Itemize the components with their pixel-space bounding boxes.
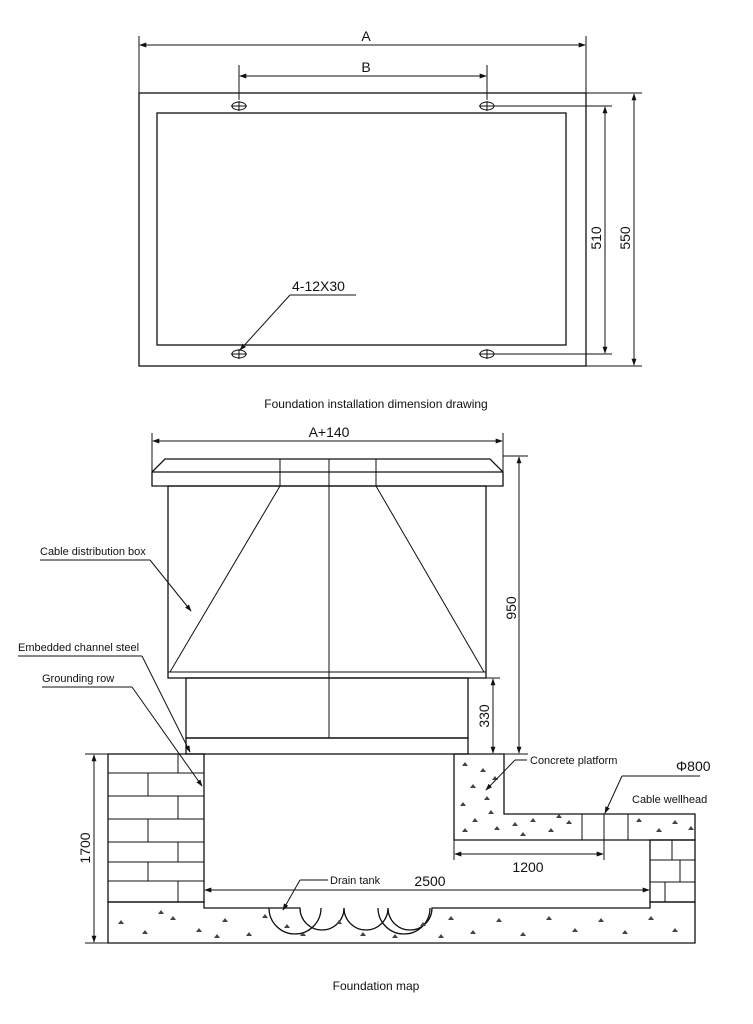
mounting-hole <box>231 101 247 111</box>
dimension-550-label: 550 <box>617 226 633 250</box>
dimension-330-label: 330 <box>476 704 492 728</box>
drain-tank-label: Drain tank <box>330 875 381 887</box>
cable-box-leader <box>149 559 192 612</box>
brick-pier-right <box>649 839 696 903</box>
cable-box-label: Cable distribution box <box>40 546 146 558</box>
dimension-width-label: A+140 <box>309 424 350 440</box>
hole-callout-leader <box>239 294 291 351</box>
dimension-b-label: B <box>361 59 370 75</box>
grounding-row-leader <box>131 686 203 787</box>
channel-steel-leader <box>141 655 191 753</box>
brick-wall-left <box>107 753 205 903</box>
grounding-row-label: Grounding row <box>42 673 114 685</box>
hole-spec-label: 4-12X30 <box>292 278 345 294</box>
concrete-specks <box>460 762 694 836</box>
dimension-1200-label: 1200 <box>512 859 543 875</box>
dimension-1700-label: 1700 <box>77 832 93 863</box>
foundation-map-caption: Foundation map <box>333 979 420 993</box>
box-plinth <box>185 677 469 739</box>
dimension-a-label: A <box>361 28 371 44</box>
wellhead-leader <box>604 775 623 814</box>
dimension-2500-label: 2500 <box>414 873 445 889</box>
base-slab <box>107 901 696 944</box>
mounting-hole <box>231 349 247 359</box>
base-frame-inner <box>156 112 567 346</box>
foundation-map: A+140 950 330 <box>18 424 711 993</box>
concrete-platform-label: Concrete platform <box>530 755 617 767</box>
installation-dimension-drawing: A B 510 550 4-12X30 Foundation installat… <box>138 28 642 411</box>
installation-drawing-caption: Foundation installation dimension drawin… <box>264 397 487 411</box>
drain-tank <box>268 907 431 935</box>
mounting-hole <box>479 101 495 111</box>
dimension-diameter-label: Φ800 <box>676 758 711 774</box>
base-frame-outer <box>138 92 587 367</box>
drain-tank-leader <box>282 879 301 911</box>
mounting-hole <box>479 349 495 359</box>
concrete-platform-leader <box>485 759 516 791</box>
channel-steel-label: Embedded channel steel <box>18 642 139 654</box>
dimension-950-label: 950 <box>503 596 519 620</box>
cable-wellhead-label: Cable wellhead <box>632 794 707 806</box>
cable-distribution-box <box>151 458 504 755</box>
box-body <box>167 485 487 679</box>
dimension-510-label: 510 <box>588 226 604 250</box>
